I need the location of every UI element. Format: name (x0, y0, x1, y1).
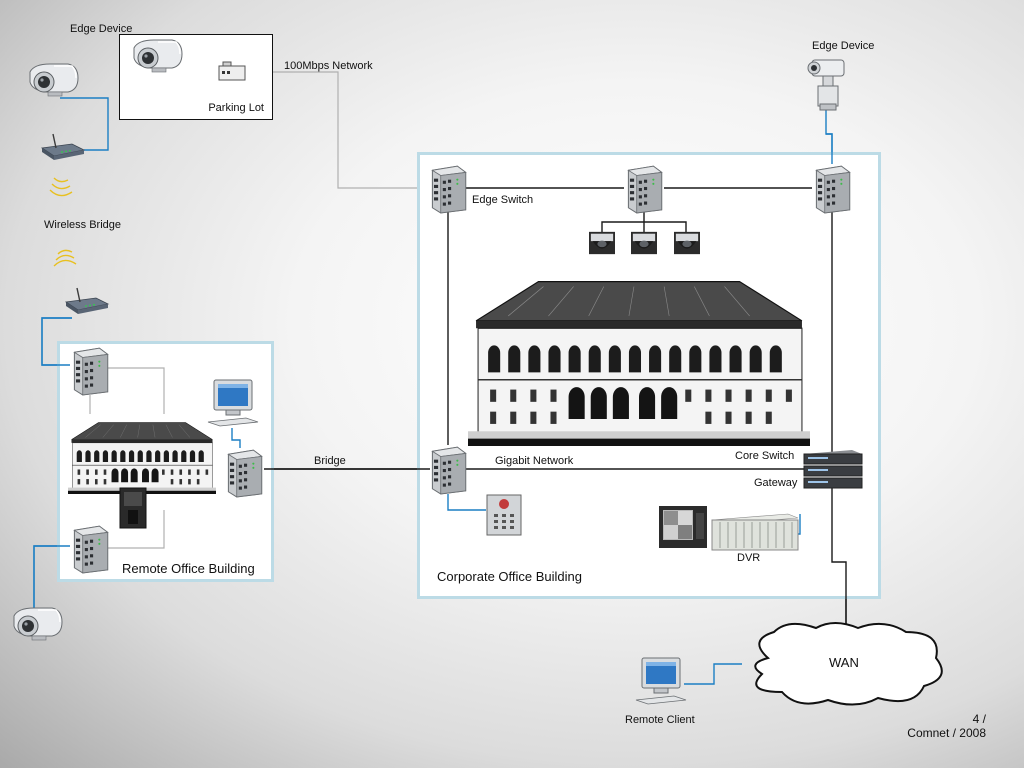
remote-top-switch-icon (70, 344, 110, 396)
dvr-rack-icon (711, 513, 799, 551)
access-controller-icon (119, 487, 147, 529)
box-camera-icon (24, 60, 80, 100)
core-switch-gateway-icon (803, 450, 863, 489)
core-switch-label: Core Switch (735, 450, 795, 462)
wireless-router-icon (38, 132, 86, 162)
remote-office-label: Remote Office Building (122, 561, 255, 576)
dome-camera-icon (673, 230, 701, 256)
box-camera-icon (8, 604, 64, 644)
wireless-bridge-label: Wireless Bridge (44, 219, 122, 231)
wan-label: WAN (829, 655, 859, 670)
top-right-switch-icon (812, 162, 852, 214)
edge-switch-icon (428, 162, 468, 214)
remote-bottom-switch-icon (70, 522, 110, 574)
edge-device-left-label: Edge Device (70, 23, 133, 35)
wireless-router-icon (62, 286, 110, 316)
ptz-camera-icon (802, 56, 850, 112)
edge-switch-label: Edge Switch (472, 194, 534, 206)
footer-source: Comnet / 2008 (907, 726, 986, 740)
video-monitor-icon (659, 506, 707, 548)
blue-left-camera (60, 97, 109, 151)
network-100mbps-label: 100Mbps Network (284, 60, 373, 72)
remote-building-image (68, 414, 216, 494)
remote-client-label: Remote Client (625, 714, 695, 726)
link-100mbps (272, 71, 430, 189)
corporate-building-image (468, 262, 810, 446)
dome-camera-icon (630, 230, 658, 256)
dome-camera-icon (588, 230, 616, 256)
page-number: 4 / (972, 712, 986, 726)
corporate-office-label: Corporate Office Building (437, 569, 583, 584)
bridge-switch-icon (428, 443, 468, 495)
media-converter-icon (218, 61, 246, 81)
wan-cloud-icon (754, 622, 943, 706)
wireless-signal-lower (53, 249, 77, 267)
desktop-computer-icon (206, 378, 260, 428)
top-middle-switch-icon (624, 162, 664, 214)
gateway-label: Gateway (754, 477, 798, 489)
gigabit-network-label: Gigabit Network (495, 455, 574, 467)
desktop-computer-icon (634, 656, 688, 706)
remote-right-switch-icon (224, 446, 264, 498)
blue-remote-client (684, 663, 742, 685)
wireless-signal-upper (49, 177, 73, 197)
dvr-label: DVR (737, 552, 761, 564)
slide-footer: 4 / Comnet / 2008 (907, 712, 986, 740)
parking-lot-label: Parking Lot (208, 102, 264, 114)
intercom-panel-icon (486, 494, 522, 536)
bridge-label: Bridge (314, 455, 346, 467)
edge-device-right-label: Edge Device (812, 40, 875, 52)
